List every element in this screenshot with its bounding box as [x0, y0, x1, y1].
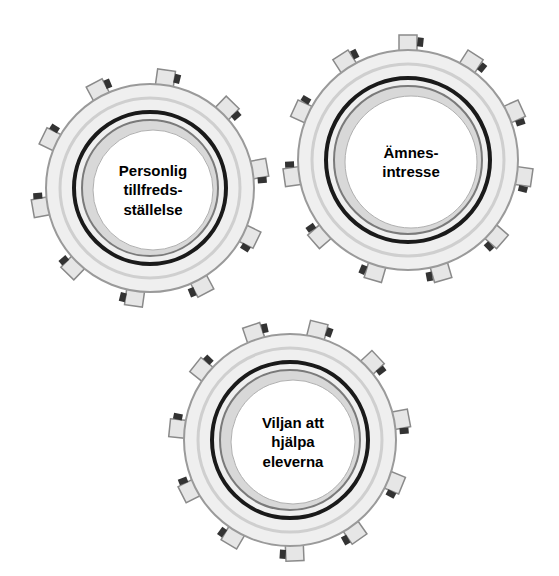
tooth-shadow: [358, 264, 367, 275]
tooth-shadow: [49, 123, 60, 133]
gear-body: [298, 50, 518, 270]
tooth-shadow: [484, 241, 495, 252]
gear-hub: [82, 120, 218, 256]
tooth-shadow: [341, 535, 351, 546]
tooth-shadow: [33, 193, 42, 200]
gear-groove: [198, 348, 382, 532]
tooth-shadow: [217, 527, 227, 538]
tooth-shadow: [231, 110, 242, 120]
gear-ring: [212, 362, 368, 518]
tooth-shadow: [386, 489, 397, 499]
tooth-shadow: [203, 354, 214, 365]
tooth-shadow: [426, 272, 434, 282]
tooth-shadow: [173, 74, 181, 84]
gear-hub: [220, 370, 360, 510]
tooth-shadow: [515, 118, 525, 127]
gear-label: Ämnes- intresse: [367, 143, 455, 182]
tooth-shadow: [305, 223, 316, 233]
gear-label: Viljan att hjälpa eleverna: [249, 413, 337, 472]
tooth-shadow: [188, 287, 197, 298]
tooth-shadow: [350, 49, 359, 60]
gear-hole: [231, 380, 355, 504]
gear-hub: [334, 86, 482, 234]
gear-label-box: Personlig tillfreds- ställelse: [107, 159, 199, 222]
tooth-shadow: [58, 255, 69, 265]
gear-hole: [93, 130, 213, 250]
gear-label: Personlig tillfreds- ställelse: [109, 161, 197, 220]
gear: [169, 320, 411, 561]
tooth-shadow: [261, 323, 269, 333]
gear-ring: [326, 78, 490, 242]
gear-ring: [74, 112, 226, 264]
tooth-shadow: [376, 366, 387, 376]
gear-body: [46, 84, 254, 292]
gear-label-box: Viljan att hjälpa eleverna: [247, 411, 339, 474]
tooth-shadow: [279, 550, 286, 559]
gear: [31, 69, 269, 307]
tooth-shadow: [258, 177, 267, 184]
gear-label-box: Ämnes- intresse: [365, 141, 457, 184]
tooth-shadow: [240, 243, 251, 253]
tooth-shadow: [518, 185, 528, 193]
tooth-shadow: [119, 292, 127, 302]
gear-groove: [312, 64, 504, 256]
tooth-shadow: [103, 78, 112, 89]
tooth-shadow: [173, 413, 183, 421]
tooth-shadow: [285, 161, 294, 167]
tooth-shadow: [325, 327, 334, 338]
tooth-shadow: [417, 37, 424, 47]
gear-groove: [60, 98, 240, 278]
gear-body: [184, 334, 396, 546]
gear-hole: [345, 96, 477, 228]
tooth-shadow: [399, 428, 408, 435]
tooth-shadow: [477, 62, 487, 73]
gear: [283, 35, 533, 282]
tooth-shadow: [301, 95, 312, 105]
tooth-shadow: [178, 476, 189, 485]
